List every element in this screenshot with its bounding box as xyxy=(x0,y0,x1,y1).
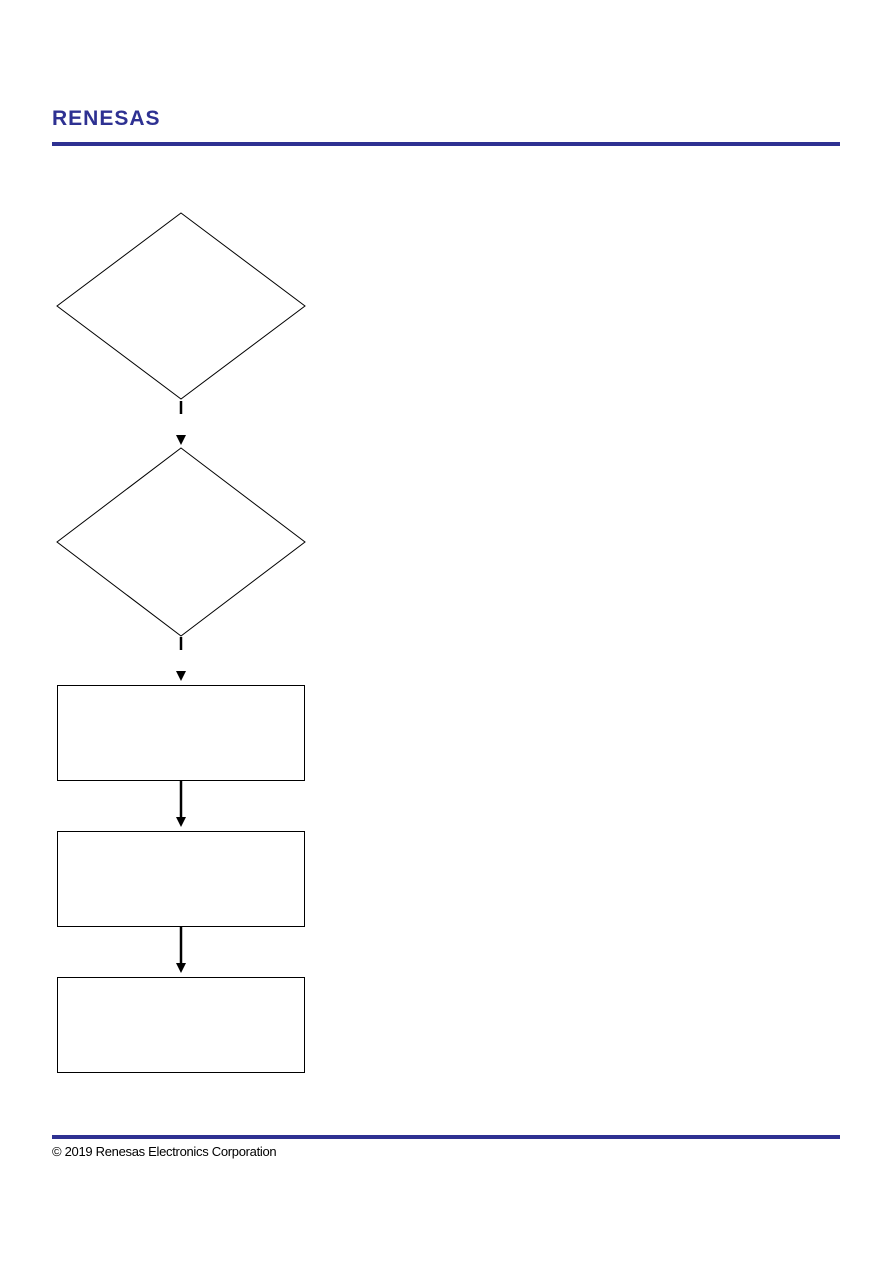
footer-rule xyxy=(52,1135,840,1139)
decision-1-diamond xyxy=(56,212,306,400)
copyright-text: © 2019 Renesas Electronics Corporation xyxy=(52,1144,277,1159)
process-1-box xyxy=(57,685,305,781)
decision-2-diamond xyxy=(56,447,306,637)
header-rule xyxy=(52,142,840,146)
process-3-box xyxy=(57,977,305,1073)
renesas-logo: RENESAS xyxy=(52,107,161,130)
process-2-box xyxy=(57,831,305,927)
